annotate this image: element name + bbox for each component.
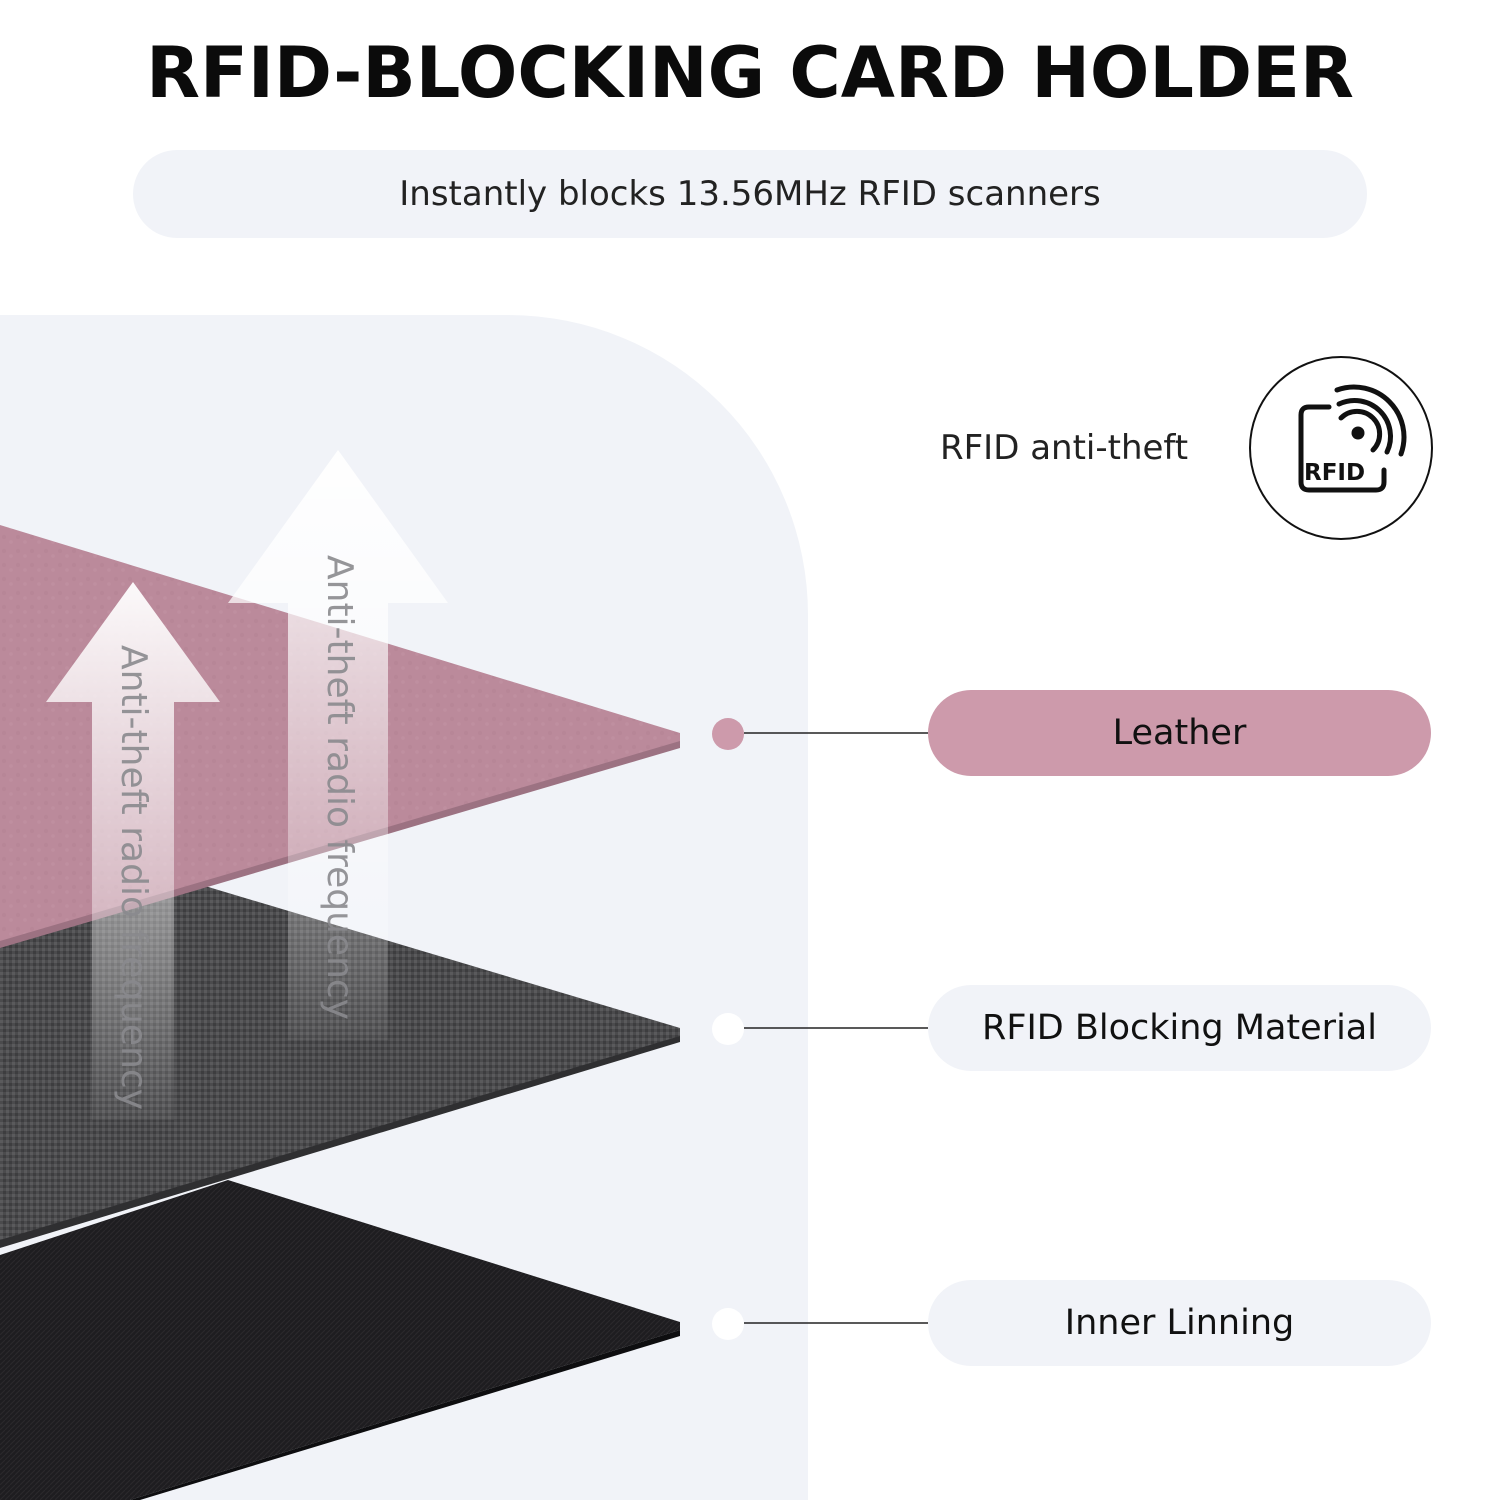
rfid-signal-icon: RFID — [1298, 384, 1407, 493]
arrow-text-left: Anti-theft radio frequency — [113, 645, 154, 1110]
rfid-icon-label: RFID — [1304, 460, 1365, 486]
lining-connector-dot — [712, 1308, 744, 1340]
blocking-connector-dot — [712, 1013, 744, 1045]
inner-lining-label: Inner Linning — [1064, 1303, 1295, 1343]
leather-label: Leather — [1112, 713, 1247, 753]
subtitle-text: Instantly blocks 13.56MHz RFID scanners — [399, 174, 1101, 214]
leather-connector-dot — [712, 718, 744, 750]
arrow-text-right: Anti-theft radio frequency — [319, 555, 360, 1020]
blocking-material-label: RFID Blocking Material — [982, 1008, 1377, 1048]
subtitle-pill: Instantly blocks 13.56MHz RFID scanners — [133, 150, 1367, 238]
page-title: RFID-BLOCKING CARD HOLDER — [146, 32, 1354, 114]
rfid-caption: RFID anti-theft — [940, 428, 1189, 468]
inner-lining-label-pill: Inner Linning — [928, 1280, 1431, 1366]
radio-frequency-arrow-left — [46, 582, 220, 1120]
rfid-badge: RFID — [1249, 356, 1433, 540]
radio-frequency-arrow-right — [228, 450, 448, 1040]
inner-lining-layer — [0, 1180, 680, 1500]
blocking-material-label-pill: RFID Blocking Material — [928, 985, 1431, 1071]
leather-label-pill: Leather — [928, 690, 1431, 776]
